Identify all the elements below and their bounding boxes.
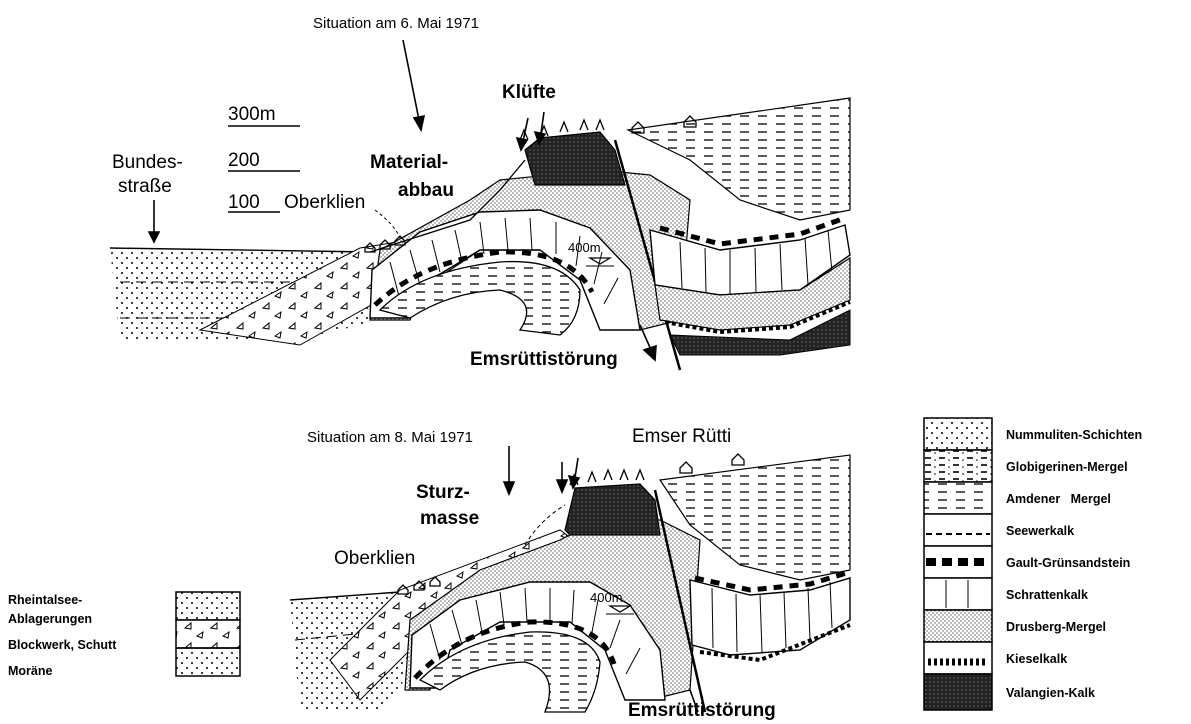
bottom-oberklien-label: Oberklien	[334, 548, 415, 569]
legend-swatch-drusberg	[924, 610, 992, 642]
bottom-situation-label: Situation am 8. Mai 1971	[307, 429, 473, 446]
legend-left: Rheintalsee- Ablagerungen Blockwerk, Sch…	[8, 592, 240, 678]
bottom-emser-ruetti-label: Emser Rütti	[632, 426, 731, 447]
top-oberklien-label: Oberklien	[284, 192, 365, 213]
legend-left-swatch-moraene	[176, 648, 240, 676]
legend-left-label-3: Moräne	[8, 664, 53, 678]
bottom-summit-valangien	[565, 484, 660, 535]
legend-right-label-6: Drusberg-Mergel	[1006, 620, 1106, 634]
legend-swatch-seewerkalk	[924, 514, 992, 546]
legend-swatch-schrattenkalk	[924, 578, 992, 610]
legend-right-label-3: Seewerkalk	[1006, 524, 1074, 538]
scale-300-label: 300m	[228, 104, 276, 125]
legend-swatch-globigerinen	[924, 450, 992, 482]
top-road-label-2: straße	[118, 176, 172, 197]
legend-left-label-1: Ablagerungen	[8, 612, 92, 626]
legend-swatch-nummuliten	[924, 418, 992, 450]
legend-swatch-amdener	[924, 482, 992, 514]
bottom-sturz-label-2: masse	[420, 508, 479, 529]
top-material-label-1: Material-	[370, 152, 448, 173]
legend-right-label-2: Amdener Mergel	[1006, 492, 1111, 506]
bottom-right-block-schratten	[690, 578, 850, 655]
legend-right-label-4: Gault-Grünsandstein	[1006, 556, 1130, 570]
legend-swatch-kieselkalk	[924, 642, 992, 674]
legend-left-label-2: Blockwerk, Schutt	[8, 638, 117, 652]
legend-right-label-0: Nummuliten-Schichten	[1006, 428, 1142, 442]
legend-left-swatch-blockwerk	[176, 620, 240, 648]
top-road-label-1: Bundes-	[112, 152, 183, 173]
legend-left-label-0: Rheintalsee-	[8, 593, 82, 607]
scale-100-label: 100	[228, 192, 260, 213]
top-material-label-2: abbau	[398, 180, 454, 201]
top-kluefte-label: Klüfte	[502, 82, 556, 103]
bottom-elevation-label: 400m	[590, 590, 623, 605]
legend-right-label-8: Valangien-Kalk	[1006, 686, 1095, 700]
legend-right: Nummuliten-Schichten Globigerinen-Mergel…	[924, 418, 1142, 710]
legend-swatch-valangien	[924, 674, 992, 710]
legend-right-label-7: Kieselkalk	[1006, 652, 1067, 666]
top-cross-section	[110, 40, 850, 370]
legend-right-label-5: Schrattenkalk	[1006, 588, 1088, 602]
bottom-fault-label: Emsrüttistörung	[628, 700, 776, 721]
top-fault-label: Emsrüttistörung	[470, 349, 618, 370]
top-elevation-label: 400m	[568, 240, 601, 255]
legend-right-label-1: Globigerinen-Mergel	[1006, 460, 1128, 474]
bottom-cross-section	[290, 446, 850, 712]
top-situation-label: Situation am 6. Mai 1971	[313, 15, 479, 32]
scale-200-label: 200	[228, 150, 260, 171]
bottom-sturz-label-1: Sturz-	[416, 482, 470, 503]
legend-left-swatch-rheintal	[176, 592, 240, 620]
